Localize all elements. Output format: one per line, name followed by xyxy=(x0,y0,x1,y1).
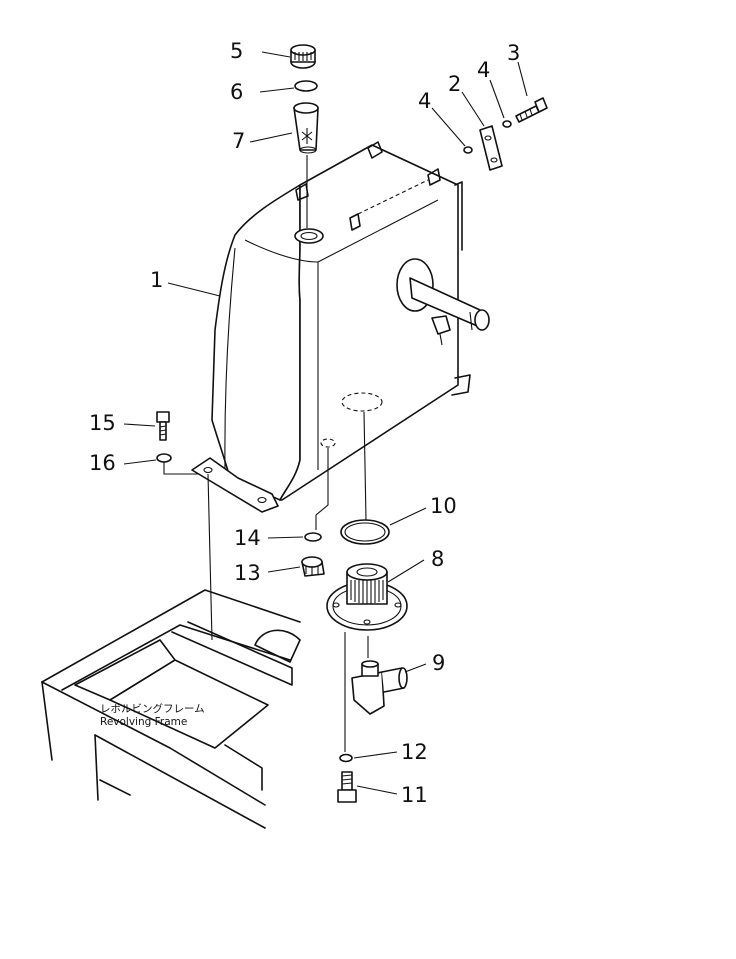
clamp-plate xyxy=(479,125,503,171)
washer-4-left xyxy=(463,146,473,154)
callout-11: 11 xyxy=(401,783,428,807)
callout-2: 2 xyxy=(448,72,461,96)
washer-4-right xyxy=(502,120,512,128)
assembly-line-bolt-15 xyxy=(163,462,198,475)
washer-12 xyxy=(339,753,353,763)
plug-13 xyxy=(301,556,325,577)
o-ring-10 xyxy=(340,519,390,545)
strainer xyxy=(293,102,319,154)
callout-9: 9 xyxy=(432,651,445,675)
bolt-15 xyxy=(156,411,170,441)
leader-lines xyxy=(123,51,528,795)
frame-label-english: Revolving Frame xyxy=(100,716,187,728)
frame-label-japanese: レボルビングフレーム xyxy=(100,702,205,715)
elbow-fitting xyxy=(351,660,408,715)
hydraulic-tank xyxy=(191,141,490,513)
callout-10: 10 xyxy=(430,494,457,518)
callout-13: 13 xyxy=(234,561,261,585)
callout-6: 6 xyxy=(230,80,243,104)
callout-7: 7 xyxy=(232,129,245,153)
bolt-11 xyxy=(337,771,357,803)
washer-16 xyxy=(156,453,172,463)
callout-16: 16 xyxy=(89,451,116,475)
callout-8: 8 xyxy=(431,547,444,571)
o-ring-14 xyxy=(304,532,322,542)
callout-14: 14 xyxy=(234,526,261,550)
revolving-frame xyxy=(41,589,301,829)
filter-element xyxy=(326,563,408,631)
callout-4-right: 4 xyxy=(477,58,490,82)
o-ring-6 xyxy=(294,80,318,92)
filler-cap xyxy=(290,44,316,69)
callout-12: 12 xyxy=(401,740,428,764)
assembly-line-drain xyxy=(315,448,329,530)
assembly-line-foot xyxy=(207,473,213,641)
callout-5: 5 xyxy=(230,39,243,63)
callout-15: 15 xyxy=(89,411,116,435)
bolt-3 xyxy=(515,97,548,123)
callout-3: 3 xyxy=(507,41,520,65)
callout-4-left: 4 xyxy=(418,89,431,113)
assembly-line-filter xyxy=(363,411,367,521)
callout-1: 1 xyxy=(150,268,163,292)
